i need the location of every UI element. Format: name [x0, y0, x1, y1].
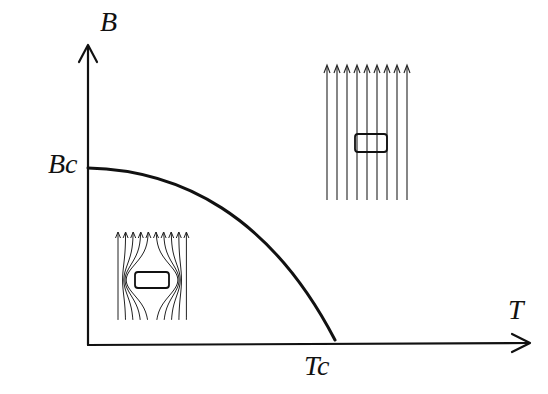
- field-arrowhead: [404, 65, 410, 73]
- axis-label: Bc: [48, 150, 78, 178]
- field-line: [179, 232, 182, 320]
- field-arrowhead: [131, 232, 136, 238]
- field-arrowhead: [161, 232, 166, 238]
- field-arrowhead: [344, 65, 350, 73]
- field-line: [346, 66, 347, 200]
- field-arrowhead: [146, 232, 151, 238]
- field-line: [336, 66, 337, 200]
- field-arrowhead: [324, 65, 330, 73]
- field-arrowhead: [154, 232, 159, 238]
- field-line: [386, 66, 387, 200]
- field-arrowhead: [374, 65, 380, 73]
- field-line: [376, 66, 377, 200]
- meissner-field-lines: [116, 232, 189, 320]
- field-arrowhead: [176, 232, 181, 238]
- field-arrowhead: [116, 232, 121, 238]
- field-arrowhead: [123, 232, 128, 238]
- field-line: [356, 66, 357, 200]
- axis-label: B: [100, 8, 117, 36]
- field-arrowhead: [334, 65, 340, 73]
- field-line: [406, 66, 407, 200]
- axis-label: T: [508, 296, 524, 324]
- axis-label: Tc: [304, 352, 329, 380]
- field-line: [326, 66, 327, 200]
- normal-field-lines: [324, 65, 410, 200]
- superconductor-sample: [135, 272, 169, 288]
- field-line: [186, 232, 187, 320]
- field-arrowhead: [169, 232, 174, 238]
- field-arrowhead: [394, 65, 400, 73]
- field-arrowhead: [364, 65, 370, 73]
- t-axis: [88, 343, 528, 345]
- t-axis-arrowhead: [512, 334, 530, 352]
- field-arrowhead: [384, 65, 390, 73]
- field-arrowhead: [354, 65, 360, 73]
- field-line: [366, 66, 367, 200]
- b-axis: [87, 47, 89, 345]
- normal-sample: [355, 134, 387, 152]
- field-line: [396, 66, 397, 200]
- field-arrowhead: [138, 232, 143, 238]
- b-axis-arrowhead: [79, 45, 97, 62]
- critical-field-curve: [88, 168, 335, 340]
- field-arrowhead: [184, 232, 189, 238]
- field-line: [118, 232, 119, 320]
